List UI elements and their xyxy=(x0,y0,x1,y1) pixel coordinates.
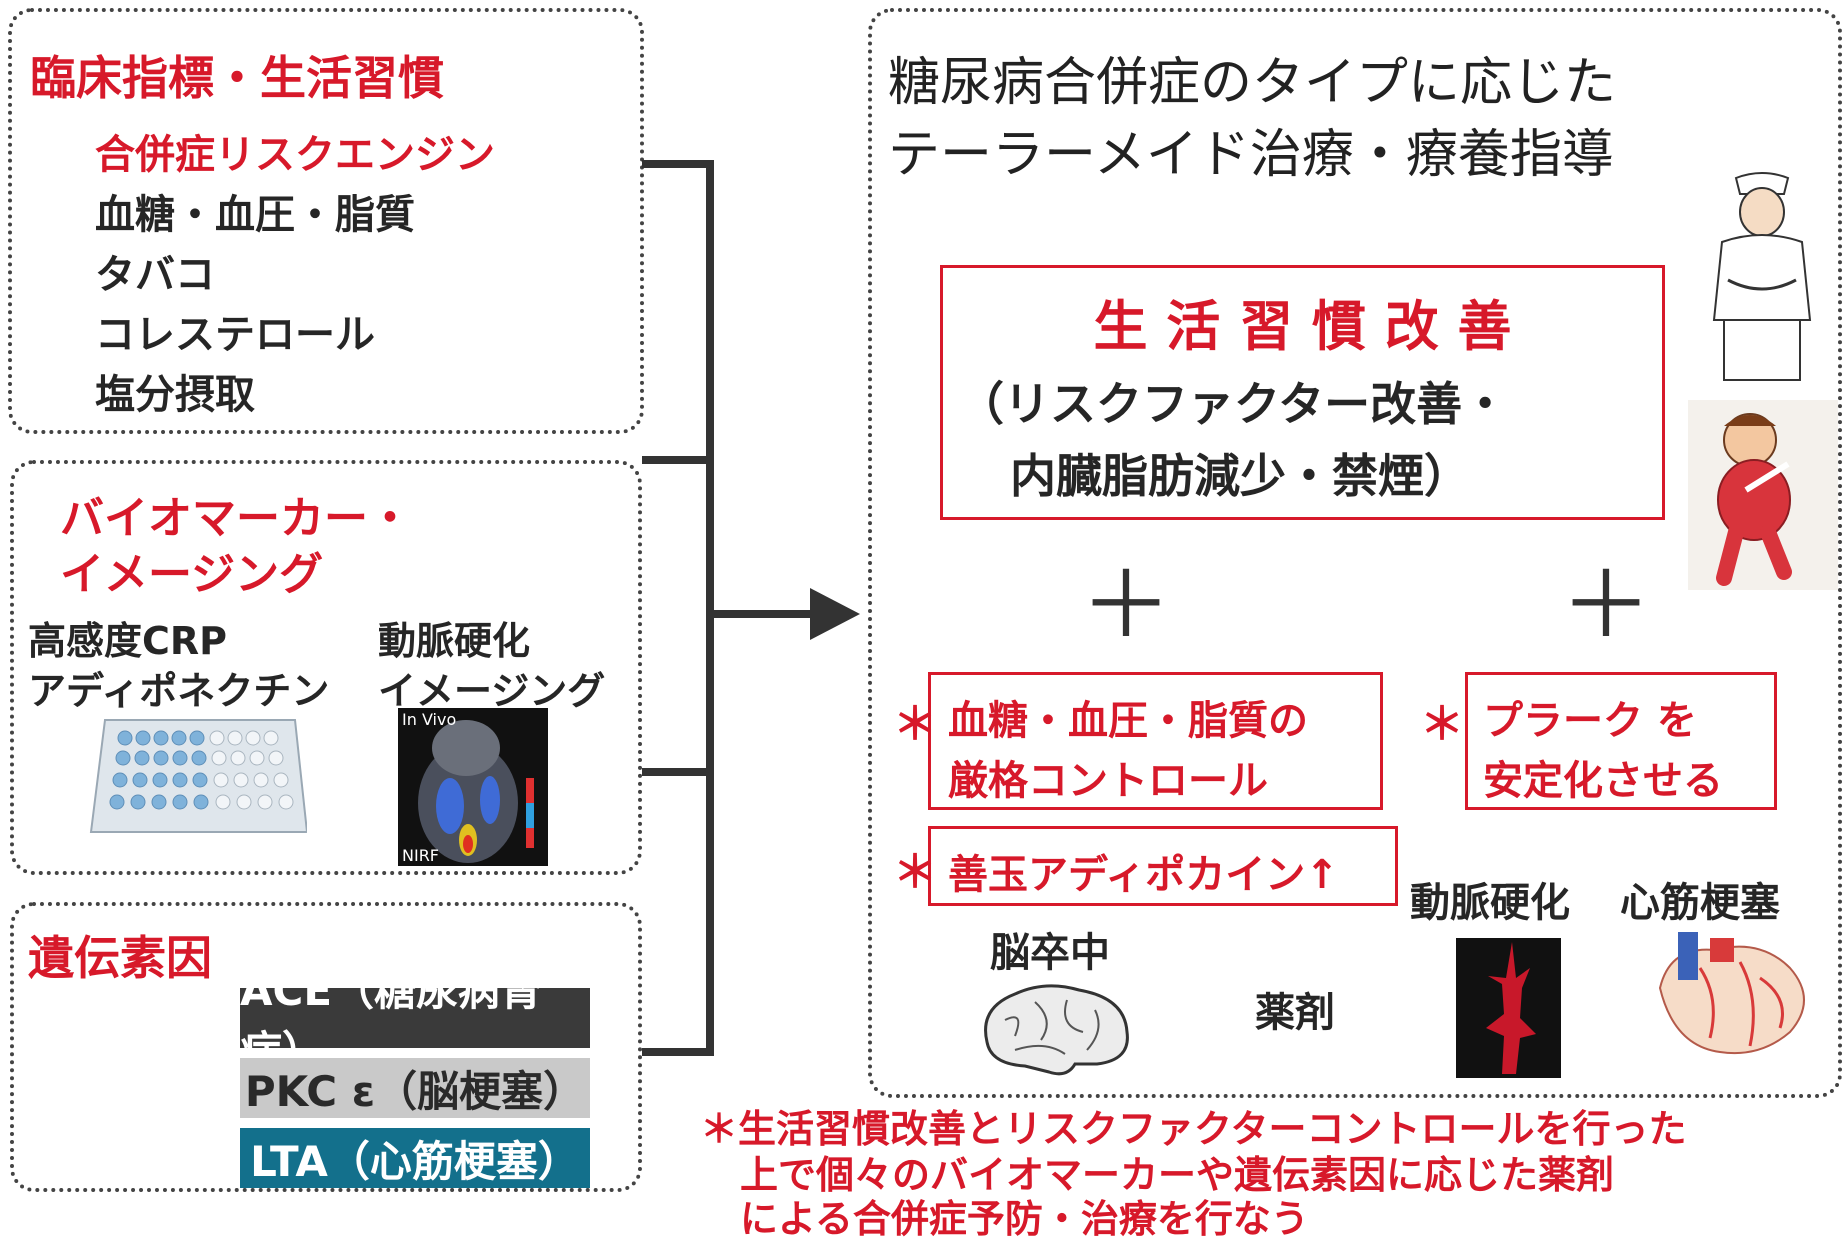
nirf-label: NIRF xyxy=(402,846,440,865)
biomarker-panel xyxy=(10,460,642,875)
clinical-item: 血糖・血圧・脂質 xyxy=(95,192,415,238)
lifestyle-title: 生 活 習 慣 改 善 xyxy=(1093,295,1512,358)
connector-vertical xyxy=(706,160,714,1056)
main-title-1: 糖尿病合併症のタイプに応じた xyxy=(888,53,1617,113)
arterio-label: 動脈硬化 xyxy=(1410,880,1570,926)
control-line-2: 厳格コントロール xyxy=(948,758,1268,804)
artery-illustration xyxy=(1456,938,1561,1078)
elisa-plate-image xyxy=(89,719,307,833)
control-box xyxy=(928,672,1383,810)
biomarker-title-1: バイオマーカー・ xyxy=(60,493,412,544)
plaque-line-2: 安定化させる xyxy=(1483,758,1723,804)
lifestyle-detail-1: （リスクファクター改善・ xyxy=(958,377,1509,431)
clinical-title: 臨床指標・生活習慣 xyxy=(30,51,444,105)
arrow-head-icon xyxy=(810,588,860,640)
drug-label: 薬剤 xyxy=(1255,990,1335,1036)
biomarker-title-2: イメージング xyxy=(60,549,324,600)
crp-label: 高感度CRP xyxy=(28,619,227,663)
gene-lta-badge: LTA（心筋梗塞） xyxy=(240,1128,590,1188)
plaque-box xyxy=(1465,672,1777,810)
gene-ace-badge: ACE（糖尿病腎症） xyxy=(240,966,590,1076)
stroke-label: 脳卒中 xyxy=(990,930,1110,976)
connector-biomarker-top xyxy=(642,456,714,464)
adiponectin-label: アディポネクチン xyxy=(28,669,330,713)
invivo-scan-graphic xyxy=(418,720,534,863)
connector-genetic xyxy=(642,1048,714,1056)
footnote-line-1: ＊生活習慣改善とリスクファクターコントロールを行った xyxy=(700,1107,1687,1151)
nurse-illustration xyxy=(1712,172,1812,381)
control-line-1: 血糖・血圧・脂質の xyxy=(948,698,1308,744)
footnote-line-2: 上で個々のバイオマーカーや遺伝素因に応じた薬剤 xyxy=(740,1153,1615,1197)
heart-illustration xyxy=(1658,932,1805,1055)
exercise-illustration xyxy=(1688,400,1838,590)
footnote-line-3: による合併症予防・治療を行なう xyxy=(740,1197,1309,1241)
star-plaque: ＊ xyxy=(1420,699,1464,750)
connector-clinical xyxy=(642,160,714,168)
mi-label: 心筋梗塞 xyxy=(1620,880,1780,926)
plus-icon-left: ＋ xyxy=(1080,552,1173,659)
clinical-item: 塩分摂取 xyxy=(95,372,255,418)
genetic-title: 遺伝素因 xyxy=(28,931,212,985)
genetic-panel xyxy=(10,902,642,1192)
clinical-item: タバコ xyxy=(95,252,215,298)
invivo-imaging xyxy=(398,708,548,866)
arterio-imaging-label-1: 動脈硬化 xyxy=(378,619,531,663)
main-title-2: テーラーメイド治療・療養指導 xyxy=(888,125,1614,185)
plus-icon-right: ＋ xyxy=(1560,552,1653,659)
clinical-panel xyxy=(8,8,644,434)
brain-illustration xyxy=(984,984,1129,1076)
arterio-imaging-label-2: イメージング xyxy=(378,669,606,713)
plaque-line-1: プラーク を xyxy=(1483,698,1697,744)
gene-pkc-badge: PKC ε（脳梗塞） xyxy=(240,1058,590,1118)
invivo-label: In Vivo xyxy=(402,710,457,729)
clinical-subtitle: 合併症リスクエンジン xyxy=(95,132,495,178)
adipo-box xyxy=(928,826,1398,906)
adipo-label: 善玉アディポカイン↑ xyxy=(948,852,1339,898)
lifestyle-detail-2: 内臓脂肪減少・禁煙） xyxy=(1010,449,1470,503)
lifestyle-box xyxy=(940,265,1665,520)
connector-biomarker-bottom xyxy=(642,768,714,776)
connector-horizontal xyxy=(714,610,814,618)
clinical-item: コレステロール xyxy=(95,312,375,358)
therapy-panel xyxy=(868,8,1842,1098)
